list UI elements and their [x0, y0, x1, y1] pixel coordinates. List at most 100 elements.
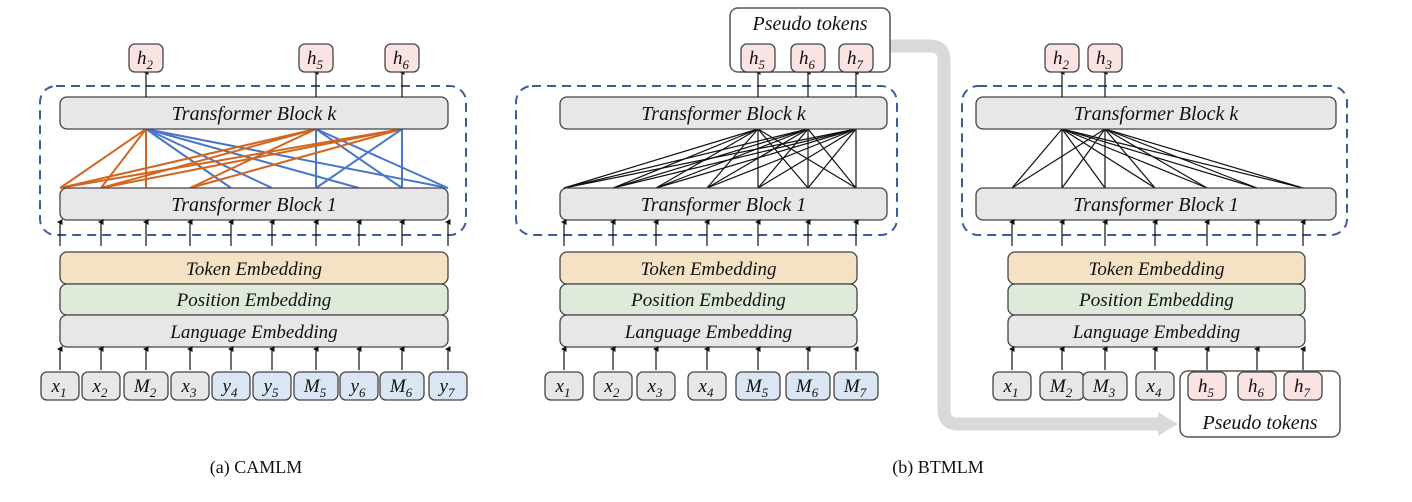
input-token-label: x3 [181, 376, 197, 400]
output-token-label: h2 [1053, 48, 1070, 72]
transformer-block-1-label: Transformer Block 1 [1073, 194, 1239, 216]
output-token-label: h5 [749, 48, 766, 72]
pseudo-tokens-input-label: Pseudo tokens [1202, 412, 1318, 434]
input-token-label: x2 [92, 376, 108, 400]
input-token-M6 [785, 371, 831, 401]
input-token-label: h7 [1294, 376, 1311, 400]
input-token-M3 [1082, 371, 1128, 401]
input-token-x3 [636, 371, 676, 401]
input-token-label: M7 [843, 376, 867, 400]
flow-arrow-head [1158, 412, 1178, 436]
input-token-x2 [593, 371, 633, 401]
input-token-x2 [81, 371, 121, 401]
attention-edge [1104, 128, 1208, 189]
input-token-label: M5 [745, 376, 769, 400]
caption-btmlm: (b) BTMLM [892, 457, 984, 478]
output-token-h5 [740, 43, 776, 73]
input-token-y5 [252, 371, 292, 401]
attention-edge [59, 128, 317, 189]
attention-edge [315, 128, 449, 189]
caption-camlm: (a) CAMLM [210, 457, 303, 478]
input-token-M5 [293, 371, 339, 401]
output-token-h5 [298, 43, 334, 73]
output-token-h2 [128, 43, 164, 73]
input-token-label: M3 [1092, 376, 1115, 400]
flow-arrow-path [890, 39, 1160, 431]
input-token-label: x1 [51, 376, 67, 400]
attention-edge [59, 128, 403, 189]
output-token-label: h6 [393, 48, 410, 72]
transformer-block-k-label: Transformer Block k [172, 103, 338, 125]
attention-edge [1104, 128, 1258, 189]
input-token-h6 [1237, 371, 1277, 401]
input-token-label: y7 [438, 376, 455, 400]
pseudo-tokens-output-label: Pseudo tokens [752, 13, 868, 35]
transformer-block-1 [559, 187, 888, 221]
input-token-label: M2 [1049, 376, 1073, 400]
encoder-stack-container [39, 85, 467, 236]
input-token-label: h5 [1198, 376, 1215, 400]
input-token-label: M2 [133, 376, 157, 400]
input-token-label: x2 [604, 376, 620, 400]
input-token-M6 [379, 371, 425, 401]
input-token-x1 [40, 371, 80, 401]
flow-arrow [890, 39, 1178, 436]
input-token-label: M6 [795, 376, 819, 400]
attention-edges [59, 128, 449, 189]
attention-edge [59, 128, 147, 189]
input-token-label: x1 [1003, 376, 1019, 400]
attention-edge [100, 128, 317, 189]
attention-edge [1061, 128, 1258, 189]
transformer-block-k [975, 96, 1337, 130]
transformer-block-1-label: Transformer Block 1 [171, 194, 337, 216]
input-token-x3 [170, 371, 210, 401]
output-token-h3 [1087, 43, 1123, 73]
input-token-y7 [428, 371, 468, 401]
position-embedding-label: Position Embedding [176, 290, 332, 311]
input-token-y6 [339, 371, 379, 401]
input-token-label: x3 [647, 376, 663, 400]
attention-edge [1104, 128, 1156, 189]
language-embedding-label: Language Embedding [169, 322, 337, 343]
transformer-block-k [559, 96, 888, 130]
attention-edge [315, 128, 403, 189]
input-token-x4 [687, 371, 727, 401]
transformer-block-1 [59, 187, 449, 221]
transformer-block-k-label: Transformer Block k [641, 103, 807, 125]
attention-edge [563, 128, 759, 189]
input-token-label: h6 [1248, 376, 1265, 400]
attention-edge [757, 128, 857, 189]
attention-edge [1011, 128, 1106, 189]
language-embedding-label: Language Embedding [1072, 322, 1240, 343]
transformer-block-k-label: Transformer Block k [1074, 103, 1240, 125]
input-token-label: x4 [698, 376, 714, 400]
language-embedding-label: Language Embedding [624, 322, 792, 343]
attention-edge [563, 128, 857, 189]
input-token-label: y5 [262, 376, 279, 400]
position-embedding-label: Position Embedding [630, 290, 786, 311]
token-embedding-label: Token Embedding [641, 259, 777, 280]
input-token-label: y4 [221, 376, 238, 400]
attention-edge [1011, 128, 1063, 189]
input-token-label: M5 [303, 376, 327, 400]
attention-edge [100, 128, 147, 189]
attention-edges [1011, 128, 1304, 189]
token-embedding-label: Token Embedding [1089, 259, 1225, 280]
position-embedding-label: Position Embedding [1078, 290, 1234, 311]
attention-edge [706, 128, 857, 189]
attention-edge [807, 128, 857, 189]
input-token-h7 [1283, 371, 1323, 401]
attention-edge [189, 128, 403, 189]
input-token-M7 [833, 371, 879, 401]
attention-edge [1104, 128, 1304, 189]
input-token-label: x4 [1146, 376, 1162, 400]
attention-edge [1061, 128, 1208, 189]
input-token-label: y6 [349, 376, 366, 400]
attention-edge [1061, 128, 1106, 189]
attention-edge [655, 128, 857, 189]
attention-edge [612, 128, 857, 189]
language-embedding [59, 314, 449, 348]
input-token-label: x1 [555, 376, 571, 400]
